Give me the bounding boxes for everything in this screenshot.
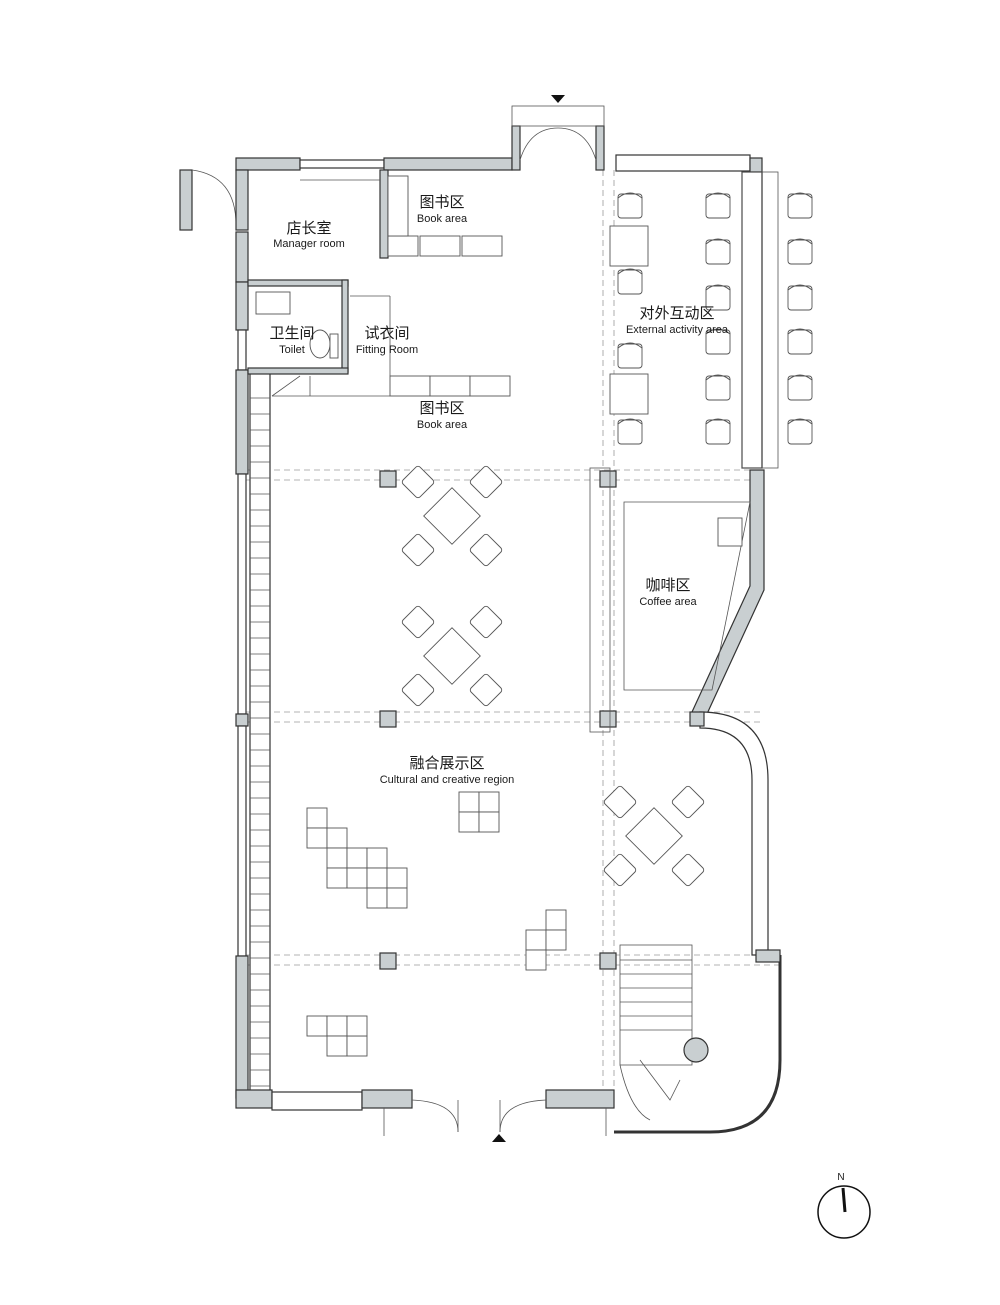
display-cube — [366, 867, 388, 889]
display-cubes — [306, 791, 567, 1057]
external-activity-label-en: External activity area — [626, 324, 729, 336]
manager-room-label-zh: 店长室 — [286, 219, 331, 237]
display-cube — [386, 887, 408, 909]
display-cube — [386, 867, 408, 889]
north-compass: N — [817, 1172, 871, 1239]
display-cube — [346, 847, 368, 869]
chair — [705, 284, 731, 311]
north-label: N — [837, 1172, 844, 1183]
exterior-walls — [179, 105, 782, 1136]
toilet-label-zh: 卫生间 — [269, 324, 314, 342]
book-area-mid-label-zh: 图书区 — [419, 399, 464, 417]
facade-mullions — [250, 397, 270, 1087]
display-cube — [525, 949, 547, 971]
chair — [705, 374, 731, 401]
table-set — [603, 785, 705, 887]
chair — [617, 268, 643, 295]
cultural-region-label-zh: 融合展示区 — [409, 754, 484, 772]
table-sets — [401, 465, 705, 887]
external-seating — [609, 171, 813, 469]
chair — [705, 238, 731, 265]
structural-grid — [244, 170, 780, 1100]
manager-room-label-en: Manager room — [273, 238, 345, 250]
chair — [617, 192, 643, 219]
display-cube — [545, 929, 567, 951]
chair — [705, 328, 731, 355]
display-cube — [478, 791, 500, 813]
chair — [705, 418, 731, 445]
chair — [617, 418, 643, 445]
external-activity-label-zh: 对外互动区 — [639, 304, 714, 322]
display-cube — [525, 929, 547, 951]
cultural-region-label-en: Cultural and creative region — [380, 774, 515, 786]
display-cube — [306, 827, 328, 849]
chair — [787, 238, 813, 265]
book-area-top-label-zh: 图书区 — [419, 193, 464, 211]
display-cube — [326, 1035, 348, 1057]
chair — [787, 328, 813, 355]
coffee-area-label-zh: 咖啡区 — [645, 576, 690, 594]
display-cube — [458, 811, 480, 833]
coffee-area-label-en: Coffee area — [639, 596, 697, 608]
staircase — [619, 944, 709, 1121]
book-area-mid-label-en: Book area — [417, 419, 468, 431]
display-cube — [545, 909, 567, 931]
display-cube — [326, 867, 348, 889]
display-cube — [326, 847, 348, 869]
fitting-room-label-en: Fitting Room — [356, 344, 418, 356]
columns — [379, 470, 705, 970]
chair — [705, 192, 731, 219]
display-cube — [458, 791, 480, 813]
toilet-label-en: Toilet — [279, 344, 305, 356]
chair — [787, 192, 813, 219]
interior-partitions — [247, 169, 391, 397]
display-cube — [306, 1015, 328, 1037]
display-cube — [346, 1035, 368, 1057]
chair — [787, 284, 813, 311]
table-set — [401, 465, 503, 567]
coffee-bar — [589, 467, 751, 733]
display-cube — [346, 1015, 368, 1037]
north-entrance-arrow — [551, 95, 565, 103]
display-cube — [478, 811, 500, 833]
south-entrance-arrow — [492, 1134, 506, 1142]
bookshelves — [387, 175, 511, 397]
chair — [787, 418, 813, 445]
display-cube — [346, 867, 368, 889]
table-set — [401, 605, 503, 707]
display-cube — [366, 847, 388, 869]
display-cube — [326, 1015, 348, 1037]
fitting-room-label-zh: 试衣间 — [364, 324, 409, 342]
display-cube — [306, 807, 328, 829]
book-area-top-label-en: Book area — [417, 213, 468, 225]
display-cube — [326, 827, 348, 849]
chair — [787, 374, 813, 401]
display-cube — [366, 887, 388, 909]
chair — [617, 342, 643, 369]
